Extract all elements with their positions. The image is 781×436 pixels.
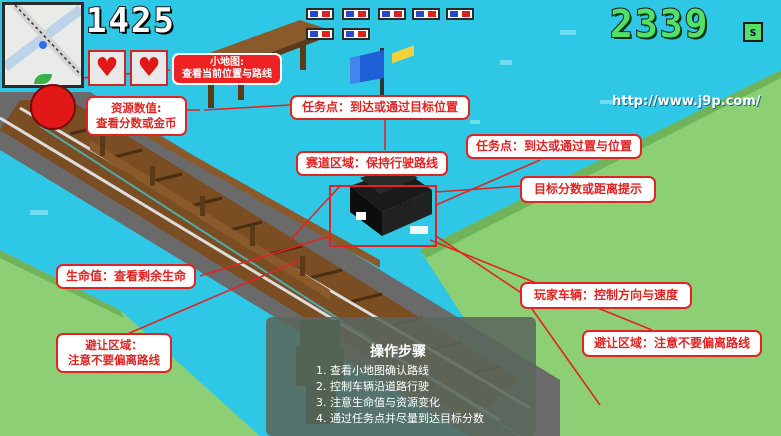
label-resource: 资源数值: 查看分数或金币: [86, 96, 187, 136]
step-item: 3. 注意生命值与资源变化: [316, 396, 440, 409]
steps-list: 1. 查看小地图确认路线 2. 控制车辆沿道路行驶 3. 注意生命值与资源变化 …: [316, 363, 484, 427]
token-icon: [306, 8, 334, 20]
checkpoint-flag: [350, 48, 384, 110]
score-counter: 1425: [85, 1, 176, 41]
label-minimap: 小地图: 查看当前位置与路线: [172, 53, 282, 85]
car-number: 139: [398, 199, 413, 208]
steps-panel: 操作步骤 1. 查看小地图确认路线 2. 控制车辆沿道路行驶 3. 注意生命值与…: [266, 317, 536, 436]
target-score: 2339: [609, 2, 710, 46]
heart-icon: ♥: [95, 53, 119, 83]
token-icon: [378, 8, 406, 20]
target-unit-badge: s: [743, 22, 763, 42]
token-icon: [446, 8, 474, 20]
label-lives: 生命值：查看剩余生命: [56, 264, 197, 289]
label-target-hint: 目标分数或距离提示: [520, 176, 657, 203]
token-icon: [306, 28, 334, 40]
token-icon: [412, 8, 440, 20]
steps-title: 操作步骤: [370, 344, 426, 360]
label-checkpoint-right: 任务点：到达或通过置与位置: [466, 134, 643, 159]
step-item: 2. 控制车辆沿道路行驶: [316, 380, 429, 393]
apple-icon: [30, 84, 76, 130]
token-icon: [342, 8, 370, 20]
minimap-position-marker: [39, 41, 47, 49]
label-track-area: 赛道区域：保持行驶路线: [296, 151, 449, 176]
track-area-box: [329, 185, 437, 247]
step-item: 1. 查看小地图确认路线: [316, 364, 429, 377]
label-checkpoint-top: 任务点：到达或通过目标位置: [290, 95, 471, 120]
label-player-vehicle: 玩家车辆：控制方向与速度: [520, 282, 693, 309]
step-item: 4. 通过任务点并尽量到达目标分数: [316, 412, 484, 425]
label-avoid-left: 避让区域： 注意不要偏离路线: [56, 333, 172, 373]
minimap-map: [5, 5, 81, 78]
watermark-url: http://www.j9p.com/: [612, 94, 761, 109]
life-heart-2: ♥: [130, 50, 168, 86]
label-avoid-right: 避让区域：注意不要偏离路线: [582, 330, 763, 357]
minimap[interactable]: [2, 2, 84, 88]
life-heart-1: ♥: [88, 50, 126, 86]
token-icon: [342, 28, 370, 40]
heart-icon: ♥: [137, 53, 161, 83]
apple-leaf-icon: [34, 74, 52, 84]
